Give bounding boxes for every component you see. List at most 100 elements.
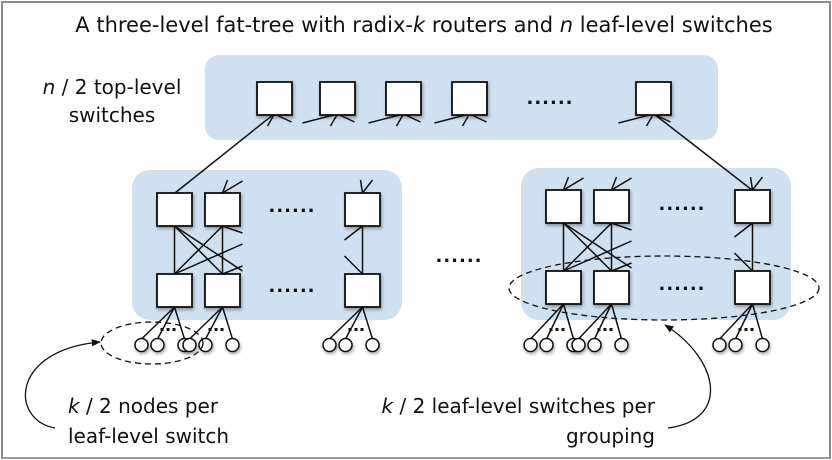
node-link [221, 306, 234, 340]
node-ellipsis [348, 328, 352, 331]
diagram-title: A three-level fat-tree with radix-k rout… [75, 13, 772, 37]
compute-node [539, 337, 554, 353]
node-link [718, 303, 754, 340]
node-link [751, 303, 764, 340]
node-link [734, 303, 754, 340]
grouping-panel-right [521, 168, 791, 320]
leaf-switch [156, 273, 193, 308]
aggregation-switch [545, 189, 582, 224]
compute-node [523, 337, 538, 353]
top-switch-stub [395, 113, 405, 127]
left-lower-ellipsis: ...... [268, 276, 315, 297]
node-ellipsis [220, 328, 224, 331]
grouping-link [173, 225, 224, 275]
top-level-switch [385, 81, 422, 116]
node-link [610, 303, 623, 340]
nodes-per-switch-ellipse [100, 321, 204, 365]
middle-ellipsis: ...... [435, 246, 482, 267]
compute-node [712, 337, 727, 353]
compute-nodes [134, 328, 770, 353]
grouping-link [611, 222, 632, 231]
node-ellipsis [172, 328, 176, 331]
node-ellipsis [603, 328, 607, 331]
node-ellipsis [561, 328, 565, 331]
nodes-per-switch-label-line2: leaf-level switch [68, 424, 229, 448]
leaf-switch-grouping-ellipse [508, 255, 820, 321]
compute-node [755, 337, 770, 353]
stub [563, 177, 584, 191]
node-ellipsis [738, 328, 742, 331]
stub [359, 179, 364, 194]
node-ellipsis [360, 328, 364, 331]
stub [610, 176, 618, 191]
switches-per-grouping-label-line1: k / 2 leaf-level switches per [382, 394, 656, 418]
compute-node [365, 337, 380, 353]
top-switch-stub [329, 113, 339, 127]
aggregation-switch [156, 192, 193, 227]
node-link [344, 306, 364, 340]
grouping-link [174, 243, 243, 275]
node-ellipsis [208, 328, 212, 331]
grouping-link [733, 252, 754, 272]
node-link [173, 306, 186, 340]
stub [751, 176, 764, 191]
node-ellipsis [597, 328, 601, 331]
compute-node [134, 337, 149, 353]
leaf-switch [204, 273, 241, 308]
node-ellipsis [744, 328, 748, 331]
grouping-link [174, 225, 243, 272]
stub [562, 176, 570, 191]
leaf-switch [734, 270, 771, 305]
top-level-switch [451, 81, 488, 116]
node-link [204, 306, 224, 340]
top-level-label-line1: n / 2 top-level [43, 75, 182, 99]
grouping-link [562, 222, 613, 272]
top-level-switch [319, 81, 356, 116]
compute-node [225, 337, 240, 353]
node-ellipsis [609, 328, 613, 331]
aggregation-switch [593, 189, 630, 224]
aggregation-switch [204, 192, 241, 227]
grouping-link [734, 222, 753, 238]
top-switch-stub [461, 113, 471, 127]
node-ellipsis [555, 328, 559, 331]
compute-node [614, 337, 629, 353]
node-ellipsis [549, 328, 553, 331]
top-ellipsis: ...... [526, 88, 573, 109]
uplink [174, 113, 275, 194]
leaf-switch [545, 270, 582, 305]
top-level-label-line2: switches [69, 103, 156, 127]
switches [156, 81, 771, 308]
right-upper-ellipsis: ...... [658, 194, 705, 215]
node-link [593, 303, 613, 340]
left-upper-ellipsis: ...... [268, 196, 315, 217]
compute-node [150, 337, 165, 353]
node-link [562, 303, 575, 340]
compute-node [182, 337, 197, 353]
node-link [545, 303, 565, 340]
node-link [577, 303, 613, 340]
node-ellipsis [160, 328, 164, 331]
compute-node [587, 337, 602, 353]
compute-node [322, 337, 337, 353]
node-link [328, 306, 364, 340]
node-ellipsis [354, 328, 358, 331]
leaf-switch [344, 273, 381, 308]
node-ellipsis [750, 328, 754, 331]
aggregation-switch [344, 192, 381, 227]
aggregation-switch [734, 189, 771, 224]
compute-node [338, 337, 353, 353]
grouping-link [563, 222, 632, 269]
node-link [140, 306, 176, 340]
compute-node [571, 337, 586, 353]
top-switch-stub [266, 113, 276, 127]
switches-per-grouping-label-line2: grouping [566, 424, 655, 448]
grouping-panel-left [132, 170, 402, 320]
grouping-link [563, 240, 632, 272]
right-callout-arrow [664, 324, 712, 429]
links [140, 113, 764, 340]
stub [221, 179, 229, 194]
grouping-link [222, 225, 243, 234]
